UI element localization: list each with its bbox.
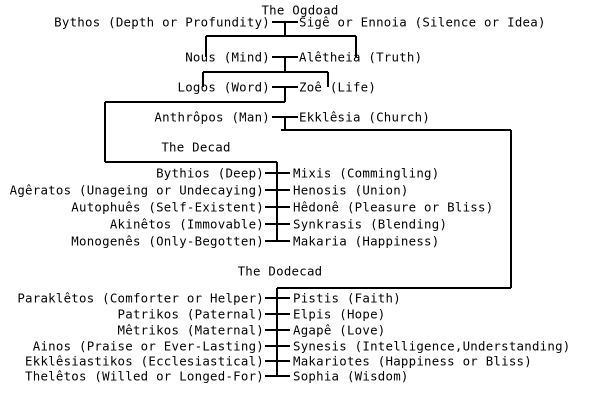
section-heading-ogdoad: The Ogdoad: [261, 2, 339, 18]
aeon-label-hedone: Hêdonê (Pleasure or Bliss): [293, 199, 494, 215]
aeon-label-monogenes: Monogenês (Only-Begotten): [71, 233, 264, 249]
section-heading-dodecad: The Dodecad: [237, 263, 323, 279]
aeon-label-makariotes: Makariotes (Happiness or Bliss): [293, 353, 532, 369]
aeon-label-ainos: Ainos (Praise or Ever-Lasting): [32, 338, 264, 354]
aeon-label-nous: Nous (Mind): [185, 49, 270, 65]
aeon-label-aletheia: Alêtheia (Truth): [299, 49, 423, 65]
aeon-label-logos: Logos (Word): [177, 79, 270, 95]
aeon-label-elpis: Elpis (Hope): [293, 306, 386, 322]
aeon-label-pistis: Pistis (Faith): [293, 290, 401, 306]
aeon-label-synkrasis: Synkrasis (Blending): [293, 216, 448, 232]
aeon-label-bythios: Bythios (Deep): [156, 165, 264, 181]
aeon-label-sophia: Sophia (Wisdom): [293, 368, 409, 384]
aeon-label-bythos: Bythos (Depth or Profundity): [54, 14, 270, 30]
aeon-label-sige: Sigê or Ennoia (Silence or Idea): [299, 14, 546, 30]
aeon-label-ageratos: Agêratos (Unageing or Undecaying): [9, 182, 264, 198]
aeon-label-agape: Agapê (Love): [293, 322, 386, 338]
aeon-label-henosis: Henosis (Union): [293, 182, 409, 198]
section-heading-decad: The Decad: [161, 139, 231, 155]
aeon-label-patrikos: Patrikos (Paternal): [117, 306, 264, 322]
aeon-label-anthropos: Anthrôpos (Man): [154, 109, 270, 125]
aeon-label-makaria: Makaria (Happiness): [293, 233, 440, 249]
aeon-label-synesis: Synesis (Intelligence,Understanding): [293, 338, 571, 354]
aeon-label-zoe: Zoê (Life): [299, 79, 377, 95]
aeon-label-metrikos: Mêtrikos (Maternal): [117, 322, 264, 338]
aeon-label-ekklesiastikos: Ekklêsiastikos (Ecclesiastical): [25, 353, 264, 369]
aeon-label-ekklesia: Ekklêsia (Church): [299, 109, 431, 125]
aeon-label-mixis: Mixis (Commingling): [293, 165, 440, 181]
aeon-label-theletos: Thelêtos (Willed or Longed-For): [25, 368, 264, 384]
aeon-label-akinetos: Akinêtos (Immovable): [109, 216, 264, 232]
aeon-label-parakletos: Paraklêtos (Comforter or Helper): [17, 290, 264, 306]
aeon-label-autophues: Autophuês (Self-Existent): [71, 199, 264, 215]
